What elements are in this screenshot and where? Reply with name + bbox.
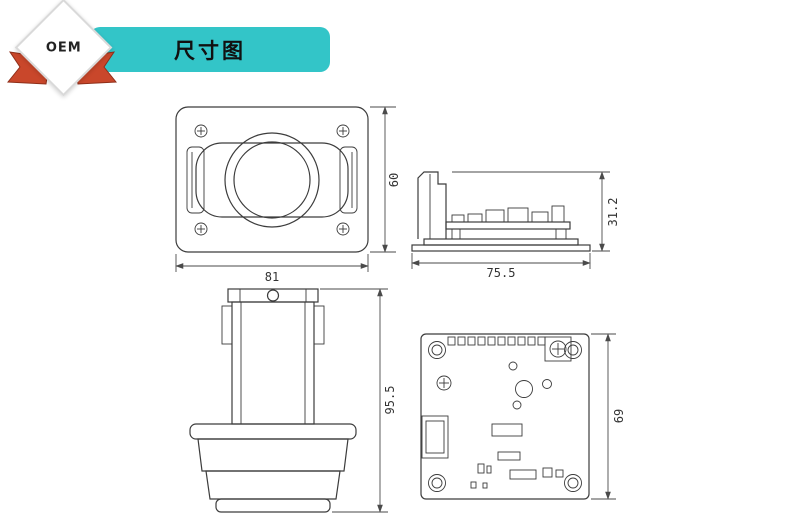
board-components <box>451 205 565 223</box>
circuit-board <box>445 221 571 230</box>
pcb-holes <box>508 361 552 410</box>
housing-left-cap <box>186 146 205 214</box>
pcb-mounting-holes <box>428 341 582 492</box>
side-width-dim-label: 75.5 <box>487 266 516 280</box>
housing-right-cap <box>339 146 358 214</box>
profile-view <box>189 288 357 513</box>
smd-components <box>470 423 564 489</box>
profile-body <box>231 301 315 425</box>
title-banner: 尺寸图 <box>90 27 330 72</box>
left-side-tab <box>221 305 233 345</box>
front-height-dim-label: 60 <box>387 173 401 187</box>
mount-lower <box>205 470 341 500</box>
front-width-dimension <box>175 254 369 272</box>
side-height-dim-label: 31.2 <box>606 198 620 227</box>
front-view <box>175 106 369 253</box>
lens-housing <box>195 142 349 218</box>
mount-mid <box>197 438 349 472</box>
lens-outer-ring <box>224 132 320 228</box>
front-width-dim-label: 81 <box>265 270 279 284</box>
front-screw-holes <box>194 124 350 236</box>
upper-plate <box>423 238 579 246</box>
profile-view-dimensions: 95.5 <box>320 288 397 513</box>
pcb-board-outline <box>420 333 590 500</box>
mount-foot <box>215 498 331 513</box>
top-screw <box>266 289 280 302</box>
pcb-view <box>420 333 590 500</box>
front-body-outline <box>175 106 369 253</box>
side-view <box>411 171 591 252</box>
pcb-view-dimensions: 69 <box>591 333 626 500</box>
board-posts <box>451 228 567 240</box>
oem-label: OEM <box>45 40 82 55</box>
page-title: 尺寸图 <box>174 38 246 63</box>
base-plate <box>411 244 591 252</box>
side-height-dimension <box>452 171 610 252</box>
side-width-dimension <box>411 253 591 269</box>
pin-header <box>447 336 546 346</box>
profile-height-dimension <box>320 288 388 513</box>
rotary-switch <box>544 336 572 362</box>
side-view-dimensions: 31.2 75.5 <box>411 171 620 280</box>
front-height-dimension <box>370 106 396 253</box>
profile-top-strip <box>227 288 319 303</box>
usb-connector <box>421 415 449 459</box>
pcb-height-dimension <box>591 333 616 500</box>
mount-flange <box>189 423 357 440</box>
profile-height-dim-label: 95.5 <box>383 386 397 415</box>
pcb-height-dim-label: 69 <box>612 409 626 423</box>
lens-block <box>417 171 447 239</box>
lens-inner-ring <box>233 141 311 219</box>
right-side-tab <box>313 305 325 345</box>
left-screw <box>436 375 452 391</box>
front-view-dimensions: 60 81 <box>175 106 401 284</box>
